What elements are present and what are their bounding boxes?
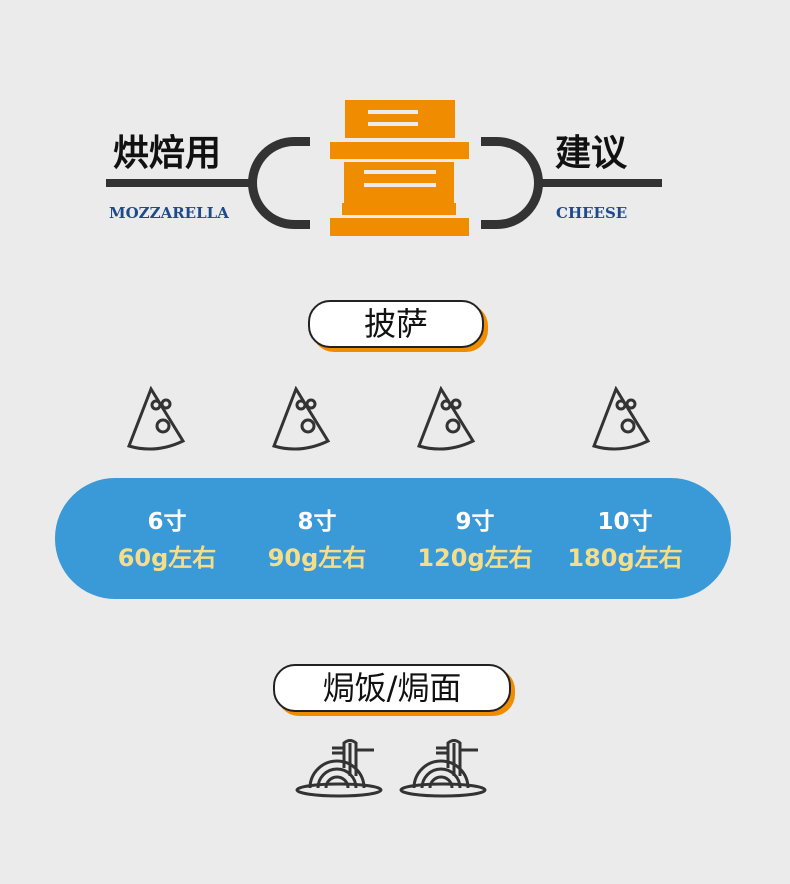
title-right: 建议 xyxy=(555,133,628,174)
noodle-bowl-icon xyxy=(399,739,487,798)
pizza-size-8: 8寸 90g左右 xyxy=(237,502,397,573)
pizza-slice-icon xyxy=(127,386,186,451)
size-label: 6寸 xyxy=(147,509,187,535)
left-rule xyxy=(106,179,254,187)
size-label: 10寸 xyxy=(597,509,653,535)
liang-logo xyxy=(330,100,470,238)
pizza-slice-icon xyxy=(272,386,331,451)
subtitle-mozzarella: MOZZARELLA xyxy=(109,204,229,222)
right-rule xyxy=(537,179,662,187)
size-label: 9寸 xyxy=(455,509,495,535)
pizza-slice-icon xyxy=(417,386,476,451)
noodle-bowl-icon xyxy=(295,739,383,798)
amount-label: 90g左右 xyxy=(267,544,367,572)
size-label: 8寸 xyxy=(297,509,337,535)
pizza-size-9: 9寸 120g左右 xyxy=(395,502,555,573)
right-bracket xyxy=(481,137,543,229)
pizza-size-6: 6寸 60g左右 xyxy=(87,502,247,573)
amount-label: 180g左右 xyxy=(567,544,683,572)
baked-rice-section-title: 焗饭/焗面 xyxy=(273,664,511,712)
amount-label: 60g左右 xyxy=(117,544,217,572)
title-left: 烘焙用 xyxy=(113,133,222,174)
amount-label: 120g左右 xyxy=(417,544,533,572)
pizza-size-10: 10寸 180g左右 xyxy=(545,502,705,573)
left-bracket xyxy=(248,137,310,229)
pizza-amount-band xyxy=(55,478,731,599)
subtitle-cheese: CHEESE xyxy=(556,204,628,222)
pizza-section-title: 披萨 xyxy=(308,300,484,348)
pizza-slice-icon xyxy=(592,386,651,451)
